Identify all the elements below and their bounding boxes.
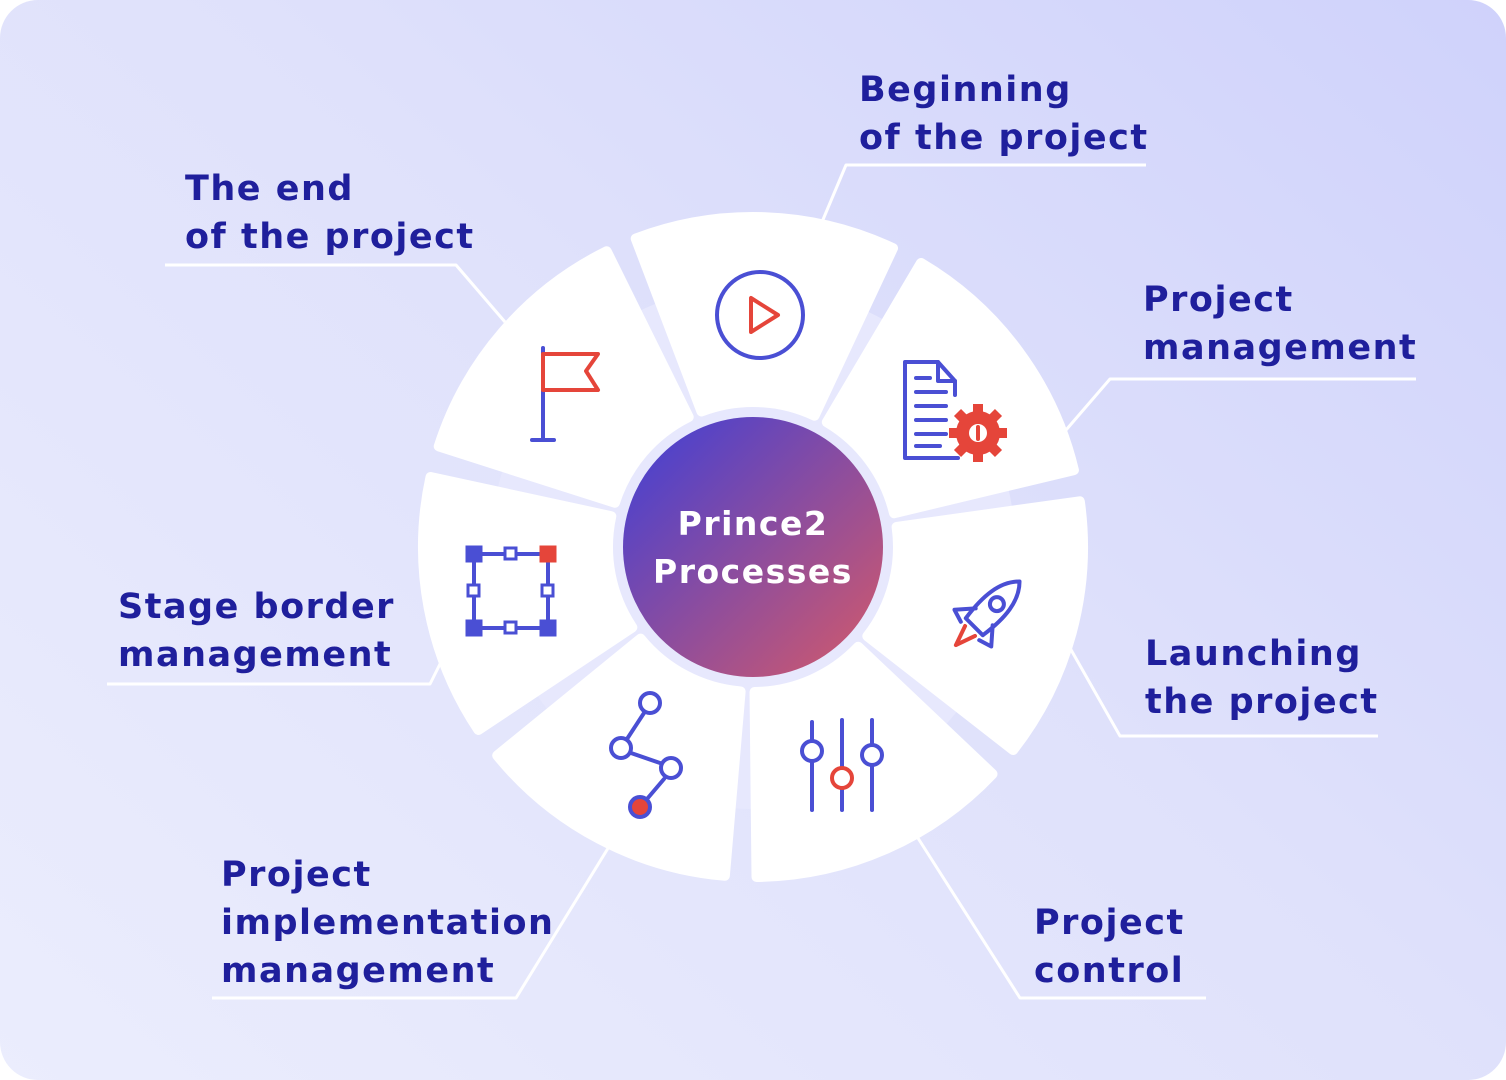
label-beginning: Beginning of the project (859, 66, 1149, 162)
flag-icon (530, 346, 600, 442)
label-line: the project (1145, 682, 1379, 722)
label-line: Beginning (859, 70, 1072, 110)
document-gear-icon (903, 360, 1007, 462)
segment-end (418, 471, 638, 735)
segment-beginning (433, 246, 694, 508)
label-line: management (1143, 328, 1418, 368)
leader-line-beginning (820, 163, 1146, 223)
label-launching: Launching the project (1145, 630, 1379, 726)
rocket-icon (952, 579, 1022, 649)
label-line: Project (1034, 903, 1185, 943)
leader-line-implementation (212, 844, 612, 1000)
label-control: Project control (1034, 899, 1185, 995)
selection-box-icon (465, 545, 557, 637)
leader-line-control (914, 834, 1206, 1000)
label-line: Project (221, 855, 372, 895)
label-implementation: Project implementation management (221, 851, 554, 995)
label-stage-border: Stage border management (118, 583, 395, 679)
leader-line-launching (1068, 647, 1378, 738)
center-title-line: Processes (653, 552, 853, 591)
label-line: management (221, 951, 496, 991)
sliders-icon (800, 718, 884, 812)
leader-line-stage-border (107, 659, 444, 686)
label-line: of the project (859, 118, 1149, 158)
label-end: The end of the project (185, 165, 475, 261)
segment-launching (821, 257, 1079, 519)
play-circle-icon (715, 270, 805, 360)
label-line: The end (185, 169, 354, 209)
label-management: Project management (1143, 276, 1417, 372)
segment-management (630, 212, 899, 421)
label-line: implementation (221, 903, 555, 943)
label-line: control (1034, 951, 1185, 991)
center-circle (623, 417, 883, 677)
segment-implementation (749, 641, 998, 882)
leader-line-management (1064, 377, 1416, 431)
connected-nodes-icon (609, 691, 683, 819)
center-title-line: Prince2 (677, 504, 829, 543)
leader-lines (107, 163, 1416, 1000)
label-line: management (118, 635, 393, 675)
label-line: Launching (1145, 634, 1362, 674)
label-line: of the project (185, 217, 475, 257)
label-line: Stage border (118, 587, 395, 627)
label-line: Project (1143, 280, 1294, 320)
leader-line-end (165, 263, 507, 323)
center-title: Prince2 Processes (622, 500, 884, 596)
